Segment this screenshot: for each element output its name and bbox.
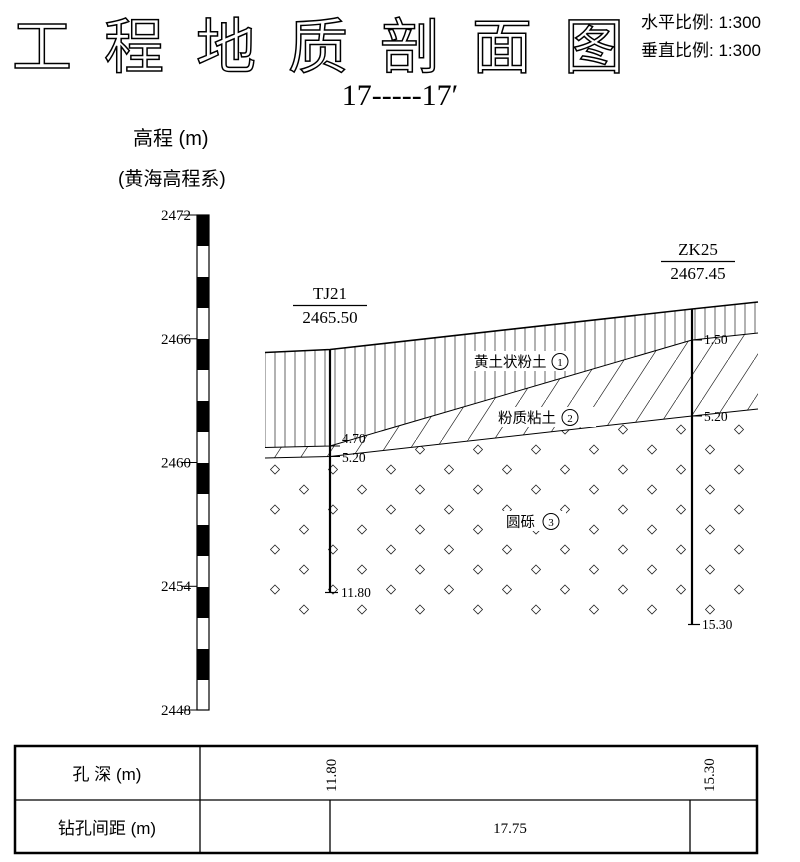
drawing-title: 工程地质剖面图 (12, 14, 656, 81)
axis-tick-label: 2448 (161, 703, 191, 719)
summary-table: 孔 深 (m) 钻孔间距 (m) 11.80 15.30 17.75 (13, 744, 759, 855)
layer-2-number: 2 (567, 413, 573, 425)
axis-title: 高程 (m) (133, 127, 209, 150)
layer-2-number-circle (561, 409, 579, 426)
scale-bar-segment (197, 339, 209, 370)
layer-boundary-2 (264, 408, 759, 459)
layer-callouts: 黄土状粉土 1 粉质粘土 2 圆砾 3 (470, 351, 596, 531)
axis-datum: (黄海高程系) (118, 168, 226, 190)
geology-section (264, 301, 759, 616)
layer-3-number: 3 (548, 517, 554, 529)
axis-tick-label: 2454 (161, 579, 192, 595)
vertical-scale-label: 垂直比例: 1:300 (641, 41, 761, 60)
layer-3-number-circle (542, 513, 560, 530)
scale-bar-segment (197, 401, 209, 432)
layer-boundary-1 (264, 332, 759, 448)
scale-bar-segment (197, 587, 209, 618)
borehole-ground-elevation: 2465.50 (302, 308, 357, 327)
horizontal-scale-label: 水平比例: 1:300 (641, 13, 761, 32)
scale-bar-segment (197, 525, 209, 556)
table-depth-value-zk25: 15.30 (702, 758, 718, 792)
scale-bar-segment (197, 277, 209, 308)
layer-depth-label: 5.20 (704, 409, 728, 424)
section-label: 17-----17′ (342, 79, 459, 112)
layer-3-name: 圆砾 (506, 514, 535, 531)
callout-mask (470, 351, 574, 371)
layer-depth-label: 5.20 (342, 450, 366, 465)
layer-1-number-circle (551, 353, 569, 370)
borehole-id: TJ21 (313, 284, 347, 303)
scale-bar-segment (197, 215, 209, 246)
axis-tick-label: 2460 (161, 456, 191, 472)
layer-depth-label: 1.50 (704, 332, 728, 347)
borehole-id: ZK25 (678, 240, 718, 259)
borehole-final-depth: 15.30 (702, 617, 733, 632)
scale-bar-segment (197, 463, 209, 494)
table-spacing-value: 17.75 (493, 821, 527, 837)
axis-tick-label: 2472 (161, 208, 191, 224)
layer-1-name: 黄土状粉土 (474, 354, 547, 371)
borehole-tj21: TJ21 2465.50 4.70 5.20 11.80 (293, 284, 371, 600)
scale-bar-segment (197, 649, 209, 680)
borehole-zk25: ZK25 2467.45 1.50 5.20 15.30 (661, 240, 735, 632)
table-row-depth-label: 孔 深 (m) (73, 765, 142, 784)
layer-depth-label: 4.70 (342, 431, 366, 446)
layer-1-number: 1 (557, 357, 563, 369)
layer-2-region (265, 333, 758, 458)
layer-2-name: 粉质粘土 (498, 410, 556, 427)
borehole-final-depth: 11.80 (341, 585, 371, 600)
elevation-axis: 高程 (m) (黄海高程系) 2472 2466 2460 2454 2448 (118, 127, 226, 719)
table-depth-value-tj21: 11.80 (324, 759, 340, 792)
borehole-ground-elevation: 2467.45 (670, 264, 725, 283)
ground-surface-line (264, 301, 759, 354)
axis-tick-label: 2466 (161, 332, 192, 348)
layer-1-region (265, 302, 758, 448)
table-row-spacing-label: 钻孔间距 (m) (58, 819, 156, 838)
